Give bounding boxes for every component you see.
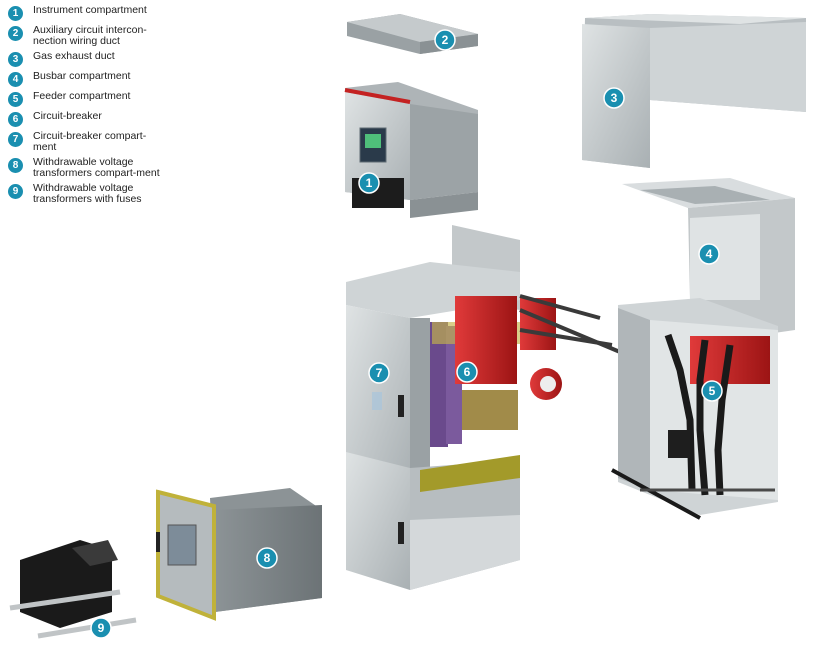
- legend-label: Auxiliary circuit intercon-nection wirin…: [33, 24, 147, 47]
- busbar-compartment: [622, 178, 795, 338]
- wiring-duct: [347, 14, 478, 54]
- legend-item: 4 Busbar compartment: [8, 71, 168, 87]
- legend-number: 2: [8, 26, 23, 41]
- legend-number: 6: [8, 112, 23, 127]
- svg-text:9: 9: [98, 621, 105, 635]
- callout-1: 1: [358, 172, 380, 194]
- legend-label: Instrument compartment: [33, 4, 147, 16]
- legend-number: 9: [8, 184, 23, 199]
- svg-text:8: 8: [264, 551, 271, 565]
- legend-number: 5: [8, 92, 23, 107]
- callout-3: 3: [603, 87, 625, 109]
- legend-item: 6 Circuit-breaker: [8, 111, 168, 127]
- svg-text:3: 3: [611, 91, 618, 105]
- svg-text:4: 4: [706, 247, 713, 261]
- legend-label: Busbar compartment: [33, 70, 131, 82]
- legend-number: 4: [8, 72, 23, 87]
- legend-label: Gas exhaust duct: [33, 50, 115, 62]
- feeder-compartment: [611, 298, 778, 520]
- legend-item: 1 Instrument compartment: [8, 5, 168, 21]
- legend-item: 7 Circuit-breaker compart-ment: [8, 131, 168, 153]
- legend-number: 1: [8, 6, 23, 21]
- callout-7: 7: [368, 362, 390, 384]
- callout-4: 4: [698, 243, 720, 265]
- svg-text:5: 5: [709, 384, 716, 398]
- callout-6: 6: [456, 361, 478, 383]
- withdrawable-vt-with-fuses: [9, 540, 137, 639]
- svg-text:7: 7: [376, 366, 383, 380]
- legend-item: 2 Auxiliary circuit intercon-nection wiri…: [8, 25, 168, 47]
- gas-exhaust-duct: [582, 14, 806, 168]
- legend-label: Withdrawable voltage transformers compar…: [33, 156, 160, 179]
- legend-label: Withdrawable voltage transformers with f…: [33, 182, 142, 205]
- legend: 1 Instrument compartment 2 Auxiliary circu…: [8, 5, 168, 209]
- legend-label: Circuit-breaker: [33, 110, 102, 122]
- legend-label: Feeder compartment: [33, 90, 131, 102]
- legend-number: 3: [8, 52, 23, 67]
- callout-9: 9: [90, 617, 112, 639]
- instrument-compartment: [344, 82, 478, 218]
- breaker-compartment: [346, 225, 520, 590]
- callout-2: 2: [434, 29, 456, 51]
- legend-item: 3 Gas exhaust duct: [8, 51, 168, 67]
- legend-number: 7: [8, 132, 23, 147]
- legend-item: 9 Withdrawable voltage transformers with …: [8, 183, 168, 205]
- callout-8: 8: [256, 547, 278, 569]
- circuit-breaker: [420, 294, 621, 492]
- svg-text:6: 6: [464, 365, 471, 379]
- legend-number: 8: [8, 158, 23, 173]
- svg-text:1: 1: [366, 176, 373, 190]
- legend-label: Circuit-breaker compart-ment: [33, 130, 147, 153]
- legend-item: 5 Feeder compartment: [8, 91, 168, 107]
- callout-5: 5: [701, 380, 723, 402]
- legend-item: 8 Withdrawable voltage transformers compa…: [8, 157, 168, 179]
- svg-text:2: 2: [442, 33, 449, 47]
- vt-compartment: [156, 488, 322, 621]
